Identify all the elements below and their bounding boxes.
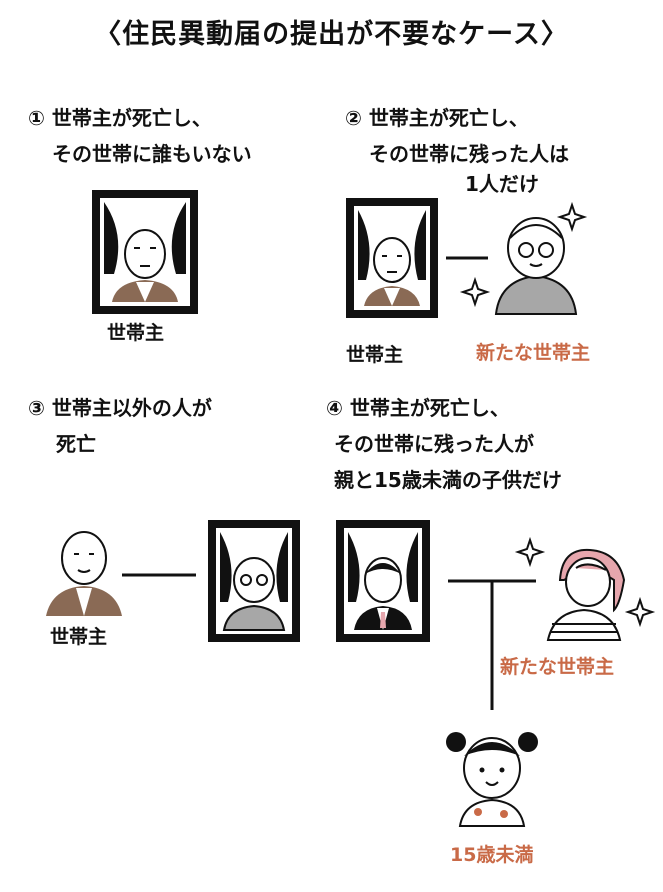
case-4-connector xyxy=(448,579,536,710)
case-2-line-3: 1人だけ xyxy=(465,172,539,196)
case-3-portrait xyxy=(208,520,300,642)
case-4-child-figure xyxy=(446,732,538,827)
sparkle-icon xyxy=(514,536,546,568)
case-4-new-head-label: 新たな世帯主 xyxy=(500,656,615,678)
case-3-caption: ③ 世帯主以外の人が 死亡 xyxy=(28,390,212,462)
case-2-grandmother-figure xyxy=(494,217,578,315)
case-4-line-3: 親と15歳未満の子供だけ xyxy=(334,468,562,492)
case-4-number: ④ xyxy=(326,396,343,420)
case-2-number: ② xyxy=(345,106,362,130)
case-2-line-1: 世帯主が死亡し、 xyxy=(368,106,529,130)
case-4-line-1: 世帯主が死亡し、 xyxy=(349,396,510,420)
case-1-caption: ① 世帯主が死亡し、 その世帯に誰もいない xyxy=(28,100,252,172)
case-4-line-2: その世帯に残った人が xyxy=(334,432,534,456)
case-3-head-label: 世帯主 xyxy=(50,626,108,648)
case-2-head-label: 世帯主 xyxy=(346,344,404,366)
case-2-new-head-label: 新たな世帯主 xyxy=(476,342,591,364)
case-3-number: ③ xyxy=(28,396,45,420)
sparkle-icon xyxy=(556,201,588,233)
case-3-line-1: 世帯主以外の人が xyxy=(51,396,212,420)
case-4-mother-figure xyxy=(546,548,626,641)
case-3-line-2: 死亡 xyxy=(56,432,96,456)
page-title: 〈住民異動届の提出が不要なケース〉 xyxy=(94,19,569,50)
sparkle-icon xyxy=(624,596,656,628)
case-2-caption: ② 世帯主が死亡し、 その世帯に残った人は 1人だけ xyxy=(345,100,569,202)
case-1-number: ① xyxy=(28,106,45,130)
case-1-line-2: その世帯に誰もいない xyxy=(52,142,252,166)
case-1-portrait xyxy=(92,190,198,314)
case-4-caption: ④ 世帯主が死亡し、 その世帯に残った人が 親と15歳未満の子供だけ xyxy=(326,390,562,498)
case-2-portrait xyxy=(346,198,438,318)
case-1-line-1: 世帯主が死亡し、 xyxy=(51,106,212,130)
case-4-child-label: 15歳未満 xyxy=(450,844,534,866)
sparkle-icon xyxy=(459,276,491,308)
case-1-head-label: 世帯主 xyxy=(107,322,165,344)
case-2-line-2: その世帯に残った人は xyxy=(369,142,569,166)
case-4-portrait xyxy=(336,520,430,642)
case-3-husband-figure xyxy=(46,531,122,616)
